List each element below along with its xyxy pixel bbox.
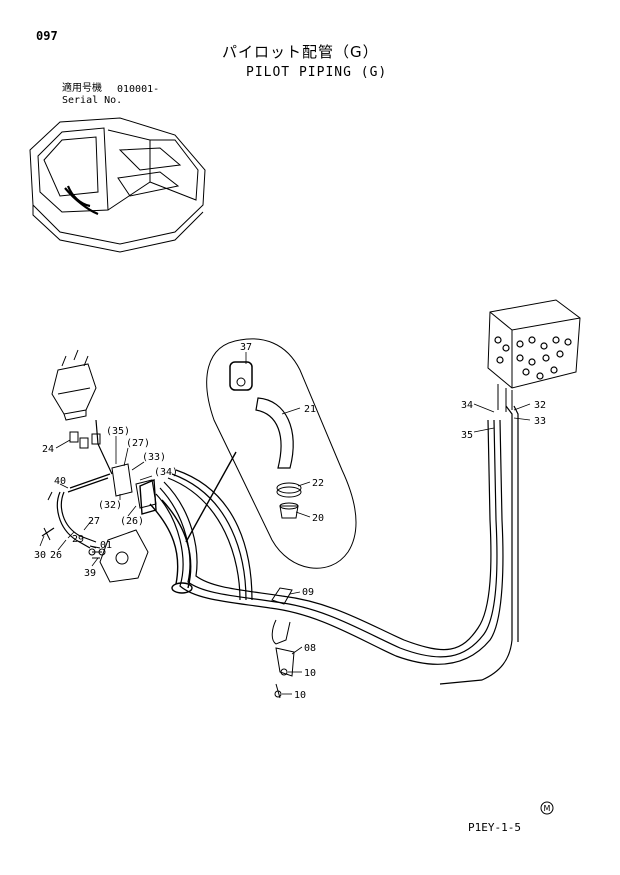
callout-20: 20 [312,513,324,524]
serial-number-value: 010001- [117,84,160,95]
callout-22: 22 [312,478,324,489]
callout-32-ref: (32) [98,500,122,511]
callout-labels: 37 21 22 20 34 32 35 33 09 08 10 10 24 (… [34,342,546,701]
revision-stamp-letter: M [544,804,551,813]
elbow-hose [139,478,193,594]
callout-29: 29 [72,534,84,545]
callout-30: 30 [34,550,46,561]
footer-code: P1EY-1-5 [468,821,521,834]
clamp-bracket [271,587,295,699]
callout-21: 21 [304,404,316,415]
pilot-pump [89,529,149,583]
page-title: PILOT PIPING (G) [246,65,388,80]
callout-27-ref: (27) [126,438,150,449]
callout-24: 24 [42,444,54,455]
callout-32: 32 [534,400,546,411]
pilot-valve [51,349,97,421]
pilot-hoses-left [41,419,113,549]
callout-27: 27 [88,516,100,527]
callout-34-ref: (34) [154,467,178,478]
small-fittings [43,491,106,556]
callout-10-lower: 10 [294,690,306,701]
callout-35: 35 [461,430,473,441]
callout-34: 34 [461,400,473,411]
serial-label-japanese: 適用号機 [62,83,102,94]
callout-33-ref: (33) [142,452,166,463]
pilot-hose-bundle [155,405,519,685]
callout-leaders [39,352,531,695]
callout-08: 08 [304,643,316,654]
inset-leader-line [185,451,237,543]
callout-40: 40 [54,476,66,487]
serial-label: Serial No. [62,95,123,106]
callout-33: 33 [534,416,546,427]
page-title-japanese: パイロット配管（G） [222,43,379,61]
callout-26: 26 [50,550,62,561]
callout-37: 37 [240,342,252,353]
machine-overview-sketch [29,117,206,253]
callout-01: 01 [100,540,112,551]
callout-10-upper: 10 [304,668,316,679]
control-valve-block [487,299,581,412]
fitting-cluster-24 [69,431,101,449]
detail-inset-oval [206,338,357,569]
callout-09: 09 [302,587,314,598]
callout-39: 39 [84,568,96,579]
page-number: 097 [36,29,58,43]
callout-35-ref: (35) [106,426,130,437]
callout-26-ref: (26) [120,516,144,527]
revision-stamp: M [540,801,554,815]
